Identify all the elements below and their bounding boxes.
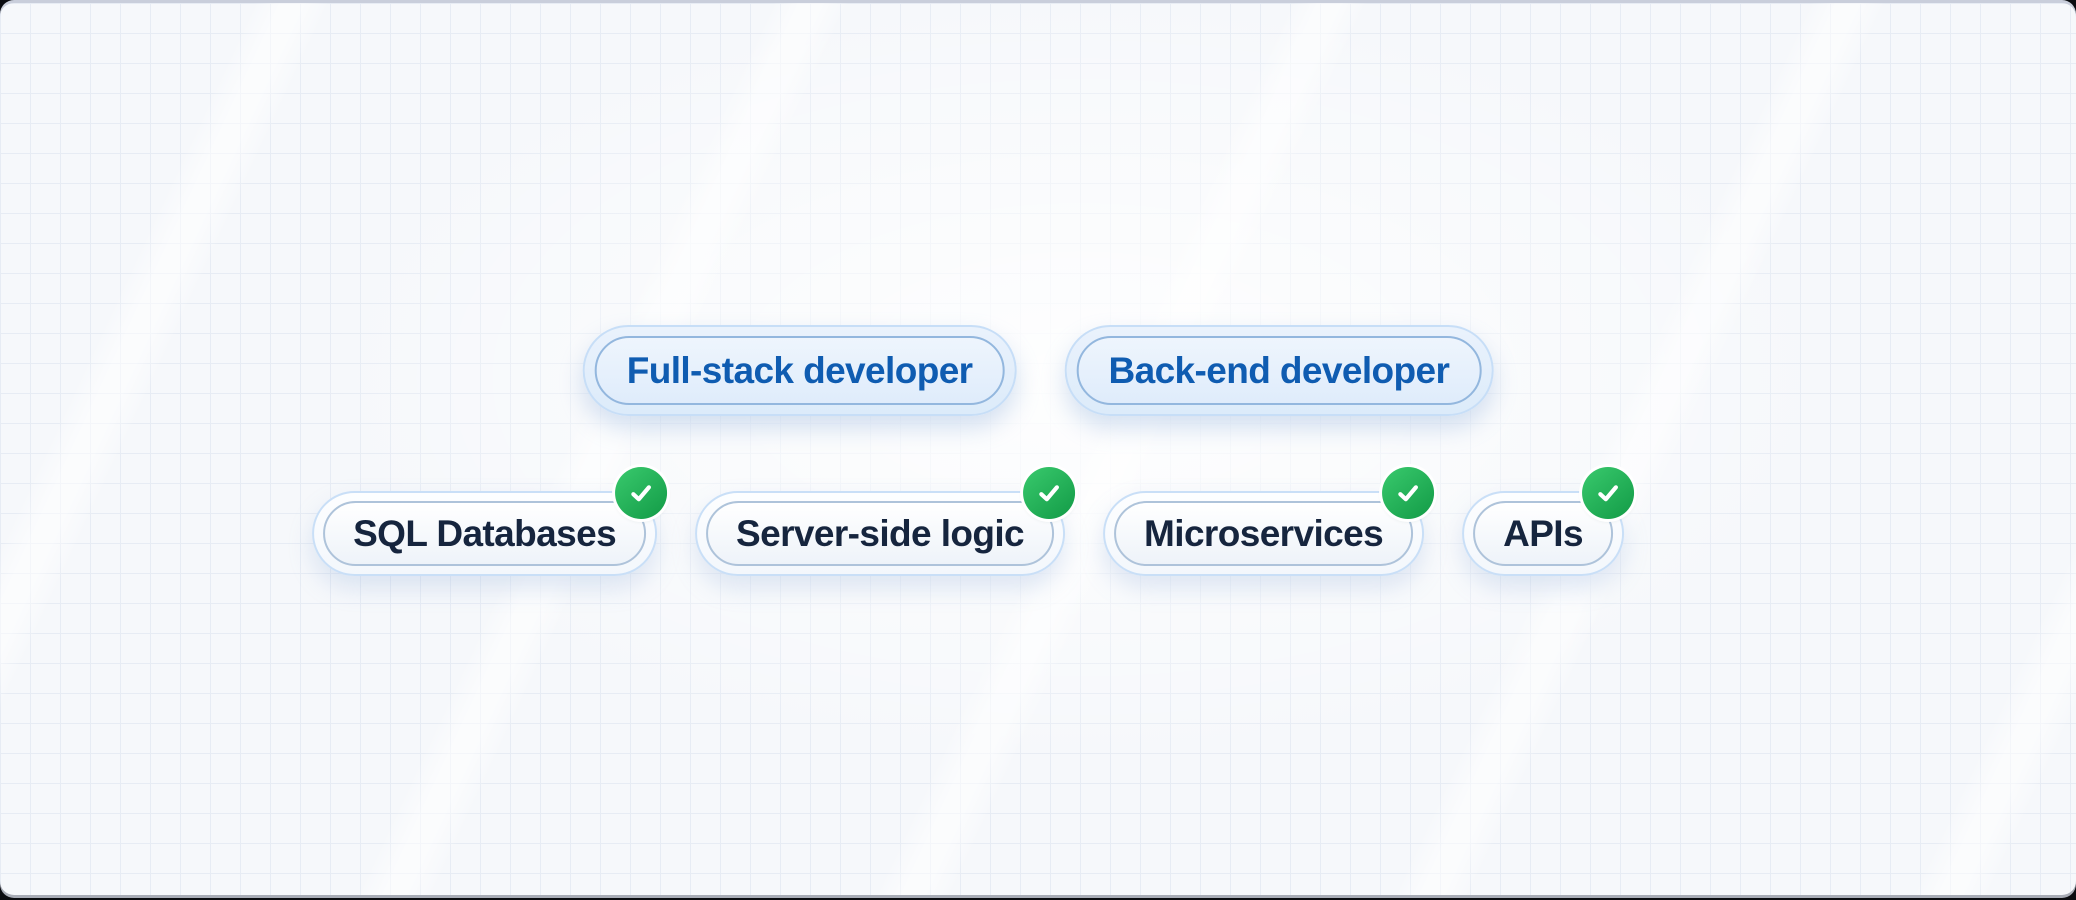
skill-chip-label: Server-side logic	[706, 501, 1055, 566]
skill-chip-sql-databases[interactable]: SQL Databases	[312, 467, 668, 576]
completed-badge	[1581, 467, 1634, 519]
check-icon	[1039, 485, 1059, 502]
completed-badge	[615, 467, 668, 519]
completed-badge	[1023, 467, 1076, 519]
role-chip-label: Back-end developer	[1076, 336, 1482, 405]
check-icon	[631, 485, 651, 502]
role-chip-label: Full-stack developer	[594, 336, 1005, 405]
role-chips-row: Full-stack developer Back-end developer	[582, 325, 1494, 416]
skill-chip-server-side-logic[interactable]: Server-side logic	[695, 467, 1076, 576]
skill-chip-microservices[interactable]: Microservices	[1103, 467, 1435, 576]
light-streaks-decoration	[0, 3, 2076, 895]
skill-chip-label: Microservices	[1114, 501, 1414, 566]
completed-badge	[1382, 467, 1435, 519]
role-chip-full-stack-developer[interactable]: Full-stack developer	[582, 325, 1017, 416]
check-icon	[1398, 485, 1419, 502]
skill-chips-row: SQL Databases Server-side logic Microser…	[312, 467, 1634, 576]
check-icon	[1598, 485, 1618, 502]
skill-chip-label: SQL Databases	[323, 501, 647, 566]
role-chip-back-end-developer[interactable]: Back-end developer	[1064, 325, 1494, 416]
skill-chip-apis[interactable]: APIs	[1462, 467, 1634, 576]
canvas: Full-stack developer Back-end developer …	[0, 3, 2076, 895]
